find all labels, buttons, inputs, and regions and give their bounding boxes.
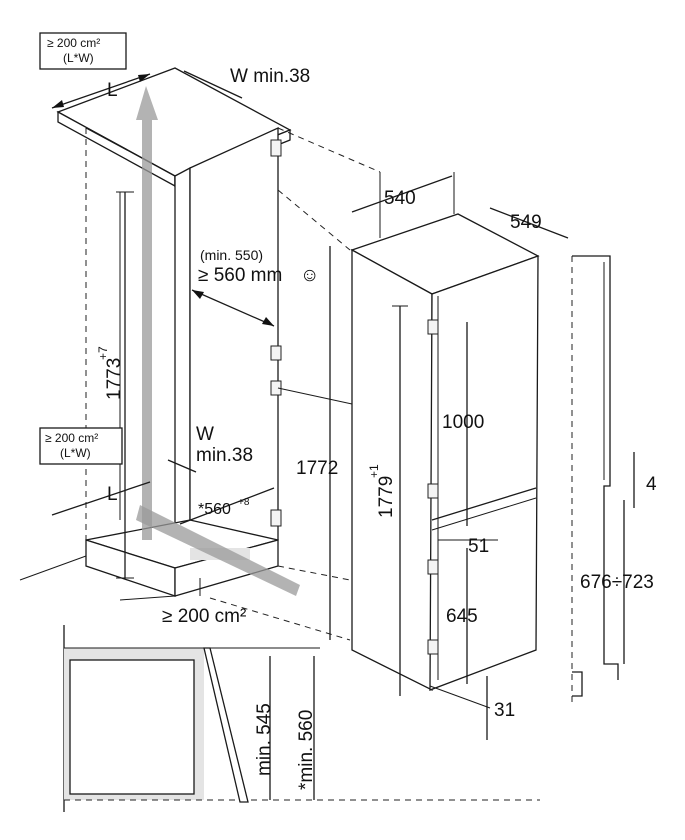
dim-W-bottom-line bbox=[167, 459, 197, 473]
hinge-icon bbox=[270, 380, 282, 396]
appliance-door-split bbox=[431, 487, 537, 521]
niche-cabinet: ≥ 200 cm² (L*W) L W bbox=[19, 32, 381, 641]
appliance-side bbox=[351, 248, 433, 692]
detail-door bbox=[203, 647, 249, 803]
dim-depth-line bbox=[191, 289, 275, 327]
vent-bottom-line2: (L*W) bbox=[60, 446, 91, 460]
hinge-icon bbox=[427, 559, 439, 575]
dim-540-line bbox=[351, 175, 453, 213]
niche-inner-top bbox=[85, 127, 176, 177]
label-645: 645 bbox=[446, 606, 478, 627]
detail-cabinet bbox=[69, 659, 195, 795]
label-560: *560 bbox=[198, 501, 231, 518]
label-min560: *min. 560 bbox=[296, 710, 317, 790]
label-min545: min. 545 bbox=[254, 703, 275, 776]
connector-mid bbox=[277, 387, 353, 405]
label-W-top: W min.38 bbox=[230, 66, 310, 87]
label-560-tol: +8 bbox=[238, 497, 250, 508]
hinge-icon bbox=[427, 319, 439, 335]
label-1779: 1779 bbox=[376, 476, 397, 518]
floor-line-2 bbox=[119, 595, 176, 601]
hinge-icon bbox=[427, 639, 439, 655]
connector-upper bbox=[277, 189, 351, 251]
label-549: 549 bbox=[510, 212, 542, 233]
hinge-icon bbox=[270, 345, 282, 361]
connector-low bbox=[277, 565, 351, 581]
label-depth-min-2: ≥ 560 mm bbox=[198, 265, 282, 286]
label-4: 4 bbox=[646, 474, 657, 495]
hinge-icon bbox=[270, 139, 282, 157]
label-1000: 1000 bbox=[442, 412, 484, 433]
label-depth-min-1: (min. 550) bbox=[200, 247, 263, 263]
airflow-up-arrow bbox=[136, 86, 158, 540]
arrow-head-icon bbox=[192, 290, 204, 299]
arrow-head-icon bbox=[52, 100, 64, 108]
appliance-door-split-2 bbox=[431, 497, 537, 531]
label-1773-tol: +7 bbox=[96, 346, 110, 360]
connector-bottom bbox=[209, 597, 351, 641]
door-profile: 4 676÷723 bbox=[571, 255, 657, 705]
label-1772: 1772 bbox=[296, 458, 338, 479]
dim-W-top-line bbox=[183, 70, 243, 99]
label-L-top: L bbox=[107, 80, 118, 101]
detail-section: min. 545 *min. 560 bbox=[63, 625, 540, 812]
vent-bottom-box bbox=[39, 427, 123, 465]
vent-bottom-line1: ≥ 200 cm² bbox=[45, 431, 98, 445]
door-profile-outline bbox=[572, 255, 619, 680]
connector-top bbox=[277, 127, 381, 173]
vent-top-box bbox=[39, 32, 127, 70]
vent-top-line1: ≥ 200 cm² bbox=[47, 36, 100, 50]
hinge-icon bbox=[270, 509, 282, 527]
dim-560-line bbox=[179, 487, 275, 525]
label-1779-tol: +1 bbox=[367, 464, 381, 478]
label-W-bottom-2: min.38 bbox=[196, 445, 253, 466]
niche-side-panel bbox=[189, 126, 279, 561]
label-31: 31 bbox=[494, 700, 515, 721]
hinge-icon bbox=[427, 483, 439, 499]
label-51: 51 bbox=[468, 536, 489, 557]
arrow-head-icon bbox=[262, 317, 274, 326]
label-676: 676÷723 bbox=[580, 572, 654, 593]
appliance: 540 549 1779 +1 1000 51 645 31 bbox=[350, 172, 569, 740]
smiley-icon: ☺ bbox=[300, 265, 319, 286]
dim-L-bottom-line bbox=[51, 481, 151, 516]
label-L-bottom: L bbox=[107, 484, 118, 505]
label-plinth-vent: ≥ 200 cm² bbox=[162, 606, 246, 627]
dim-31-line bbox=[429, 685, 491, 709]
dim-L-top-line bbox=[51, 73, 151, 109]
dim-549-line bbox=[489, 207, 569, 239]
arrow-head-icon bbox=[138, 74, 150, 82]
airflow-in-arrow bbox=[136, 505, 300, 596]
door-bracket bbox=[572, 671, 583, 697]
label-1773: 1773 bbox=[104, 358, 125, 400]
label-540: 540 bbox=[384, 188, 416, 209]
niche-side-panel-edge bbox=[174, 166, 191, 570]
appliance-front bbox=[429, 255, 539, 691]
label-W-bottom-1: W bbox=[196, 424, 214, 445]
floor-line bbox=[19, 555, 87, 581]
vent-top-line2: (L*W) bbox=[63, 51, 94, 65]
